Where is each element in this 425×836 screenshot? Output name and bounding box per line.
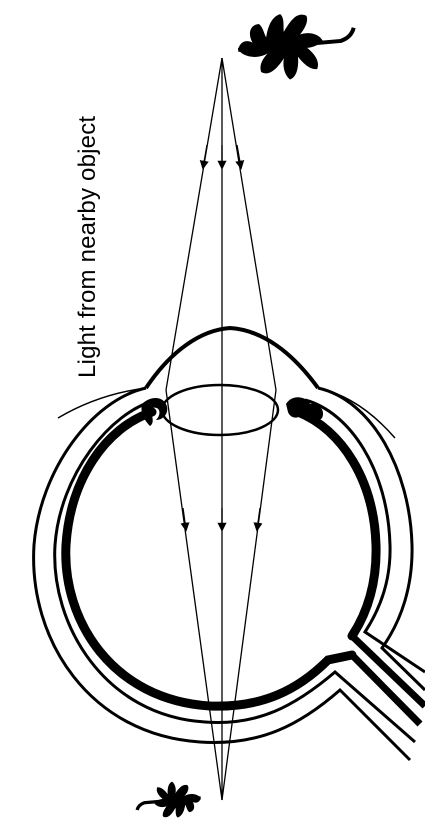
lens xyxy=(162,385,278,435)
leaf-object-icon xyxy=(235,8,357,84)
eye-inner-wall xyxy=(66,412,376,706)
inverted-leaf-image-icon xyxy=(135,779,202,821)
light-caption: Light from nearby object xyxy=(74,116,102,378)
